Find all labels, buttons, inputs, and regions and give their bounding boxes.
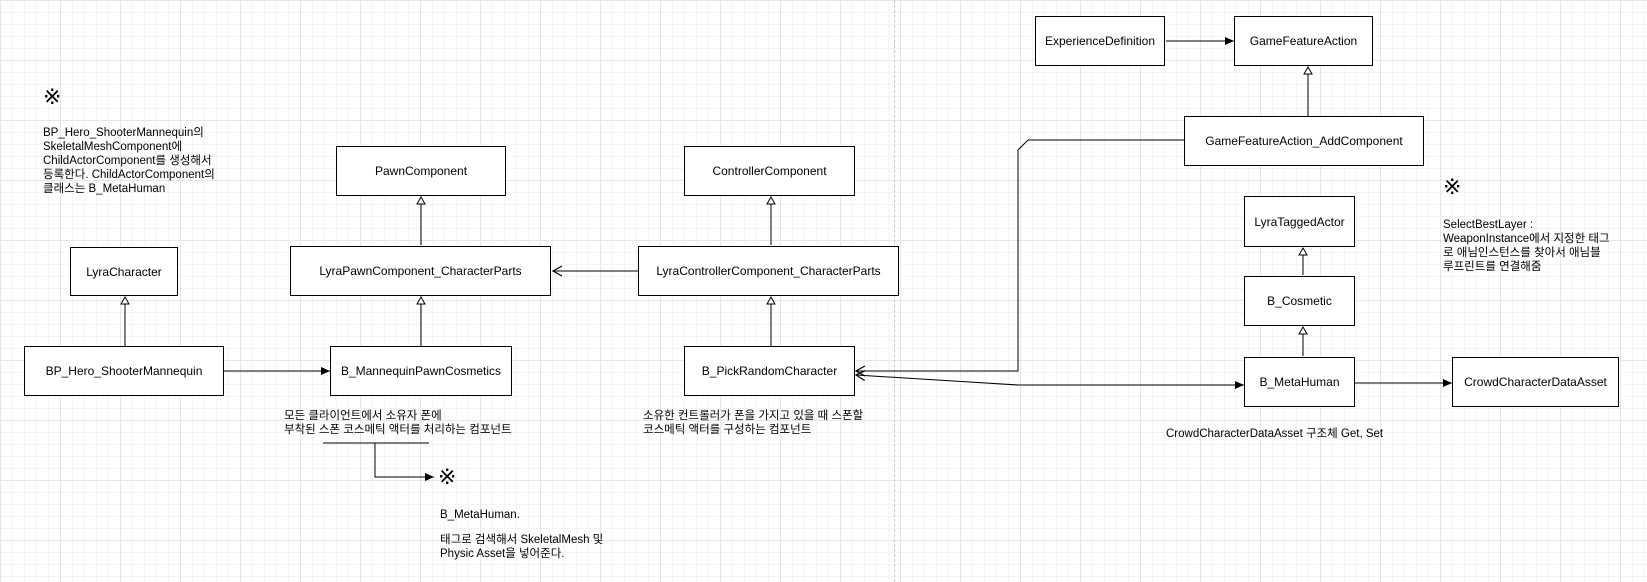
node-label: LyraTaggedActor [1254,214,1345,229]
node-lyra-character[interactable]: LyraCharacter [70,247,178,296]
node-bp-hero-shootermannequin[interactable]: BP_Hero_ShooterMannequin [24,346,224,396]
node-b-metahuman[interactable]: B_MetaHuman [1244,357,1355,407]
node-experience-definition[interactable]: ExperienceDefinition [1035,16,1165,66]
node-label: GameFeatureAction [1249,34,1358,48]
node-lyra-controller-component-characterparts[interactable]: LyraControllerComponent_CharacterParts [638,246,899,296]
node-b-pick-random-character[interactable]: B_PickRandomCharacter [684,346,855,396]
select-layer-note: SelectBestLayer : WeaponInstance에서 지정한 태… [1443,219,1610,273]
node-label: ExperienceDefinition [1044,34,1156,48]
reference-mark: ※ [43,84,62,109]
metahuman-note-title: B_MetaHuman. [440,509,520,521]
node-label: LyraPawnComponent_CharacterParts [319,264,522,278]
node-game-feature-action[interactable]: GameFeatureAction [1234,16,1373,66]
node-label: ControllerComponent [712,164,827,178]
left-note: BP_Hero_ShooterMannequin의 SkeletalMeshCo… [43,127,215,195]
node-lyra-tagged-actor[interactable]: LyraTaggedActor [1244,196,1355,247]
node-b-cosmetic[interactable]: B_Cosmetic [1244,276,1355,326]
node-gamefeatureaction-addcomponent[interactable]: GameFeatureAction_AddComponent [1184,116,1424,166]
node-pawn-component[interactable]: PawnComponent [336,146,506,196]
node-label: B_PickRandomCharacter [701,364,838,378]
node-label: LyraControllerComponent_CharacterParts [656,264,881,278]
node-label: LyraCharacter [86,264,162,279]
node-label: CrowdCharacterDataAsset [1464,375,1607,389]
node-label: B_Cosmetic [1267,294,1332,308]
node-lyra-pawn-component-characterparts[interactable]: LyraPawnComponent_CharacterParts [290,246,551,296]
node-label: PawnComponent [374,164,468,178]
edge-pickrandom-to-metahuman [854,370,1244,389]
cosmetics-note: 모든 클라이언트에서 소유자 폰에 부착된 스폰 코스메틱 액터를 처리하는 컴… [284,410,512,436]
node-label: GameFeatureAction_AddComponent [1205,134,1403,148]
node-label: BP_Hero_ShooterMannequin [45,364,203,378]
pick-random-note: 소유한 컨트롤러가 폰을 가지고 있을 때 스폰할 코스메틱 액터를 구성하는 … [643,410,864,436]
metahuman-note-body: 태그로 검색해서 SkeletalMesh 및 Physic Asset을 넣어… [440,534,604,560]
node-crowd-character-data-asset[interactable]: CrowdCharacterDataAsset [1452,357,1619,407]
edge-gfaadd-to-pickrandom [854,139,1184,377]
node-b-mannequin-pawn-cosmetics[interactable]: B_MannequinPawnCosmetics [330,346,512,396]
edge-cosmetics-to-mark [374,443,434,481]
node-controller-component[interactable]: ControllerComponent [684,146,855,196]
node-label: B_MetaHuman [1259,375,1340,389]
node-label: B_MannequinPawnCosmetics [340,364,502,378]
reference-mark: ※ [1443,174,1462,199]
reference-mark: ※ [438,464,457,489]
crowd-note: CrowdCharacterDataAsset 구조체 Get, Set [1166,428,1384,440]
